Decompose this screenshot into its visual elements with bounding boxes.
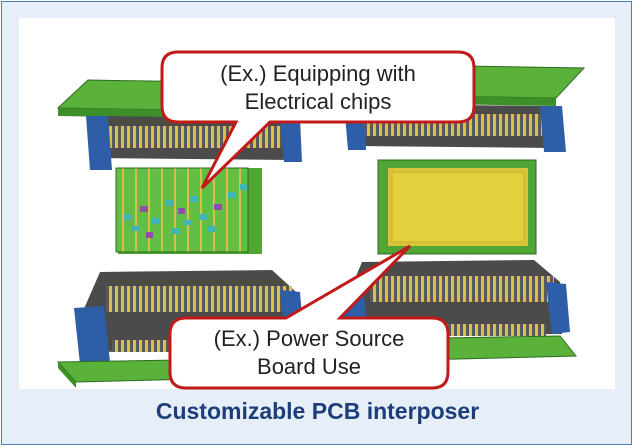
callout-top-line2: Electrical chips [244, 89, 392, 114]
callout-bottom-text: (Ex.) Power Source Board Use [170, 325, 448, 381]
callout-bottom-line2: Board Use [257, 354, 361, 379]
callout-bottom-bubble [168, 244, 450, 390]
figure-caption: Customizable PCB interposer [155, 398, 480, 424]
callout-top-line1: (Ex.) Equipping with [220, 61, 416, 86]
left-interposer-chips-board [115, 167, 262, 254]
callout-top-bubble [160, 50, 476, 190]
callout-top-text: (Ex.) Equipping with Electrical chips [162, 60, 474, 116]
callout-bottom-line1: (Ex.) Power Source [213, 326, 405, 351]
right-interposer-power-board [377, 159, 537, 255]
